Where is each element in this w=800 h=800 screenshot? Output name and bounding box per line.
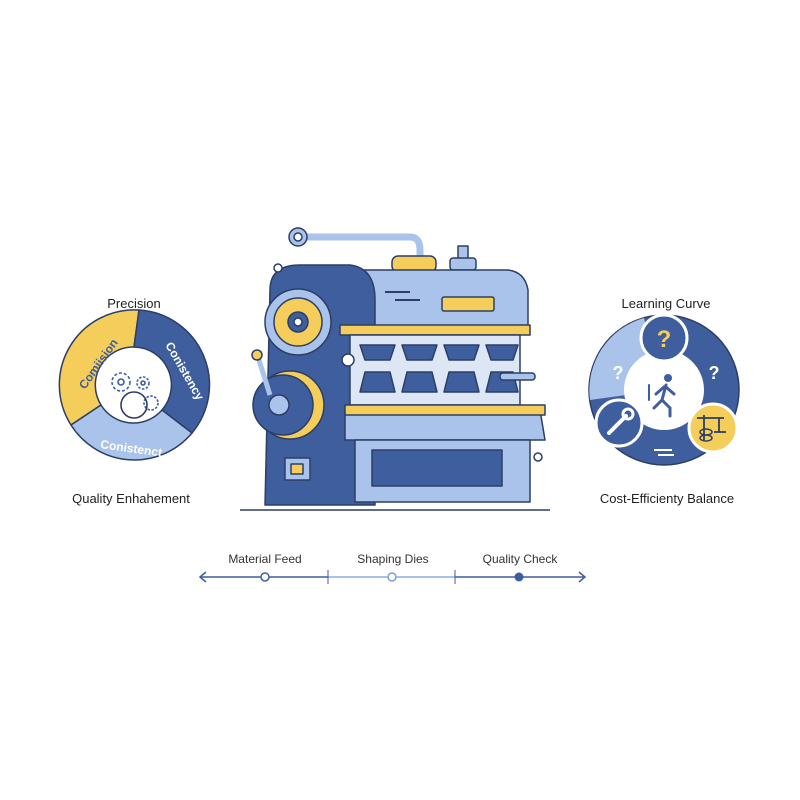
step-marker-shaping-dies <box>387 572 397 582</box>
gears-icon <box>111 372 159 419</box>
step-label-material-feed: Material Feed <box>228 552 302 566</box>
runner-icon <box>648 374 676 418</box>
process-timeline <box>198 570 587 584</box>
step-label-shaping-dies: Shaping Dies <box>357 552 429 566</box>
stamping-machine-illustration <box>240 227 550 511</box>
segment-consistency-bottom <box>69 403 194 461</box>
svg-text:?: ? <box>613 363 624 383</box>
cost-efficiency-caption: Cost-Efficienty Balance <box>599 491 735 506</box>
wrench-icon <box>594 398 644 448</box>
segment-commission <box>58 309 140 427</box>
scale-coins-icon <box>687 402 739 454</box>
svg-text:?: ? <box>709 363 720 383</box>
precision-title: Precision <box>107 296 161 311</box>
svg-text:?: ? <box>657 326 672 353</box>
step-marker-material-feed <box>260 572 270 582</box>
step-marker-quality-check <box>514 572 524 582</box>
learning-curve-title: Learning Curve <box>621 296 711 311</box>
question-icon: ? <box>639 313 689 363</box>
segment-consistency-top <box>133 309 211 435</box>
quality-caption: Quality Enhahement <box>72 491 190 506</box>
learning-curve-diagram: ? ? ? <box>588 313 740 466</box>
step-label-quality-check: Quality Check <box>482 552 558 566</box>
